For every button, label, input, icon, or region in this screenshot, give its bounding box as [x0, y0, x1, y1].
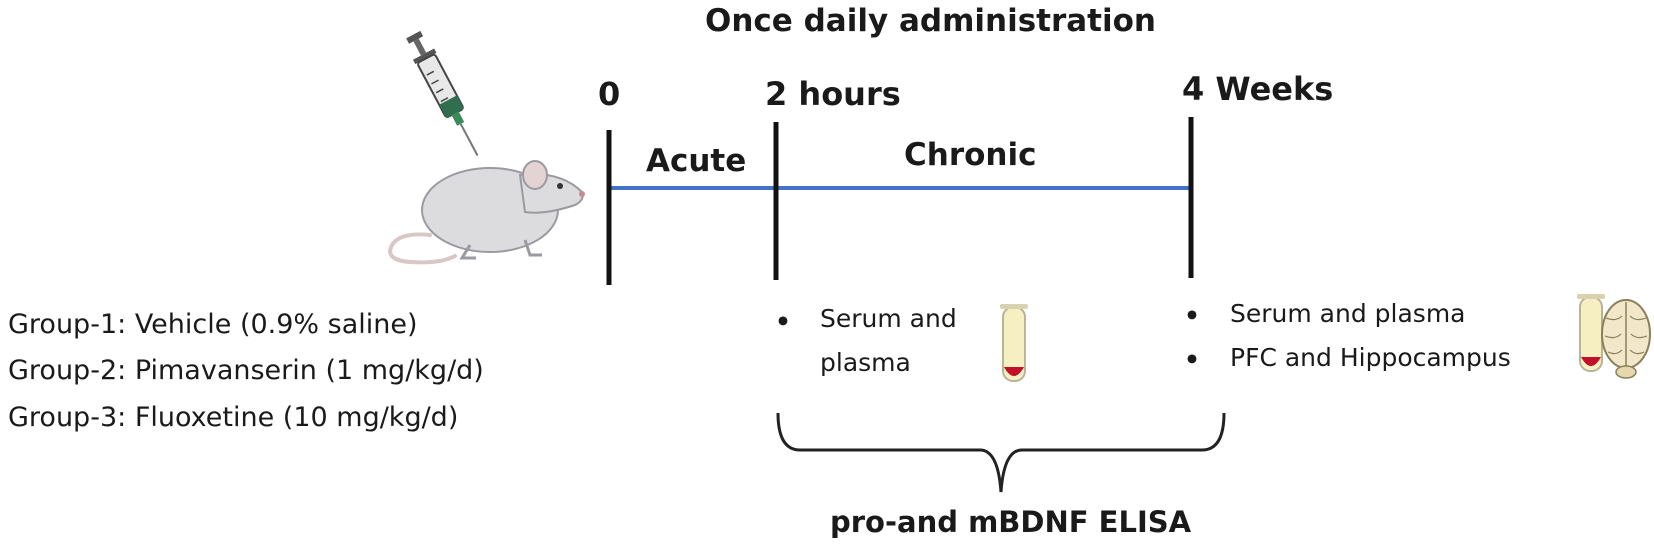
blood-tube-icon	[1000, 304, 1028, 382]
bullet-icon: •	[1184, 345, 1200, 374]
phase-chronic-label: Chronic	[904, 137, 1037, 173]
rat-icon	[388, 160, 585, 265]
syringe-icon	[406, 30, 479, 157]
phase-acute-label: Acute	[646, 143, 747, 179]
samples-2h-line-1: Serum and	[820, 304, 957, 333]
samples-4w-line-2: PFC and Hippocampus	[1230, 343, 1511, 372]
assay-label: pro-and mBDNF ELISA	[830, 505, 1192, 539]
group-2-label: Group-2: Pimavanserin (1 mg/kg/d)	[8, 355, 484, 386]
group-1-label: Group-1: Vehicle (0.9% saline)	[8, 309, 418, 340]
samples-4w-line-1: Serum and plasma	[1230, 299, 1466, 328]
timepoint-2-hours-label: 2 hours	[765, 75, 901, 113]
samples-2h-line-2: plasma	[820, 348, 911, 377]
diagram-title: Once daily administration	[705, 3, 1156, 39]
blood-tube-icon	[1577, 294, 1605, 372]
brain-icon	[1601, 299, 1651, 379]
timepoint-4-weeks-label: 4 Weeks	[1182, 70, 1334, 108]
group-3-label: Group-3: Fluoxetine (10 mg/kg/d)	[8, 402, 459, 433]
timepoint-0-label: 0	[598, 75, 621, 113]
assay-brace	[776, 412, 1226, 493]
bullet-icon: •	[775, 307, 791, 336]
bullet-icon: •	[1184, 301, 1200, 330]
